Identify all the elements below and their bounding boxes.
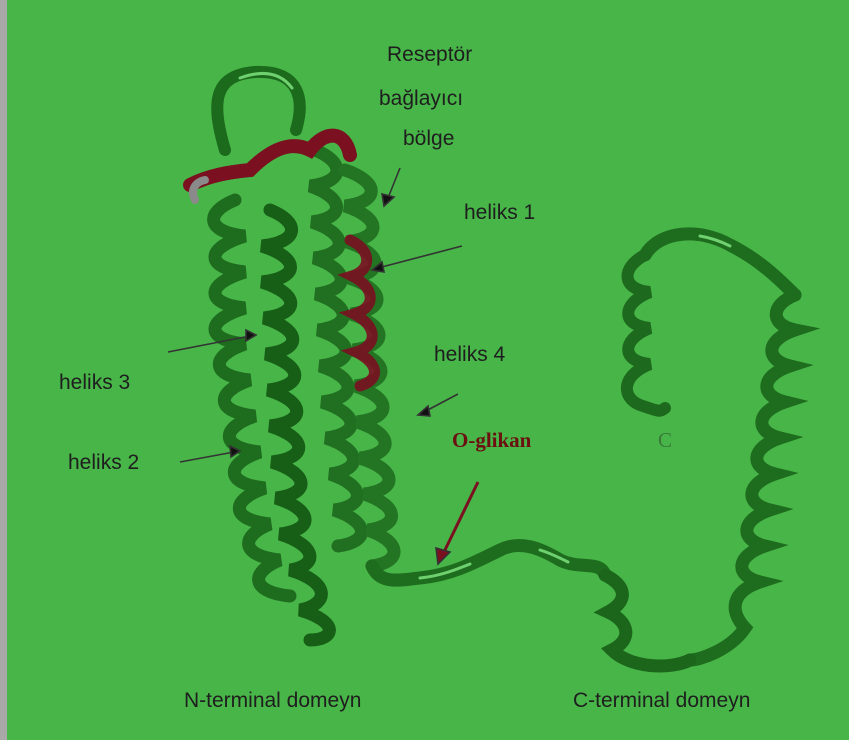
arrow-o-glycan <box>444 482 478 552</box>
loop-ribbon <box>372 545 605 580</box>
label-o-glycan: O-glikan <box>452 430 531 451</box>
c-terminal-structure <box>605 234 795 666</box>
helix-2-coil <box>262 210 329 640</box>
arrow-helix-3-head <box>246 330 256 341</box>
label-helix-1: heliks 1 <box>464 202 535 223</box>
label-helix-2: heliks 2 <box>68 452 139 473</box>
label-helix-4: heliks 4 <box>434 344 505 365</box>
label-receptor-line1: Reseptör <box>387 44 472 65</box>
c-left-helix <box>627 255 665 411</box>
arrow-helix-2 <box>180 452 234 462</box>
label-receptor-line3: bölge <box>403 128 454 149</box>
arrow-receptor-head <box>382 194 394 206</box>
arrow-helix-4-head <box>418 406 430 416</box>
arrow-helix-1 <box>378 246 462 268</box>
interdomain-loop <box>372 545 605 580</box>
label-c-end: C <box>658 430 672 451</box>
arrow-o-glycan-head <box>436 548 450 564</box>
c-right-helix <box>690 295 795 660</box>
label-n-terminal-domain: N-terminal domeyn <box>184 690 361 711</box>
label-helix-3: heliks 3 <box>59 372 130 393</box>
label-c-terminal-domain: C-terminal domeyn <box>573 690 750 711</box>
arrow-receptor <box>388 168 400 198</box>
c-bottom-hairpin <box>605 575 690 666</box>
label-receptor-line2: bağlayıcı <box>379 88 463 109</box>
